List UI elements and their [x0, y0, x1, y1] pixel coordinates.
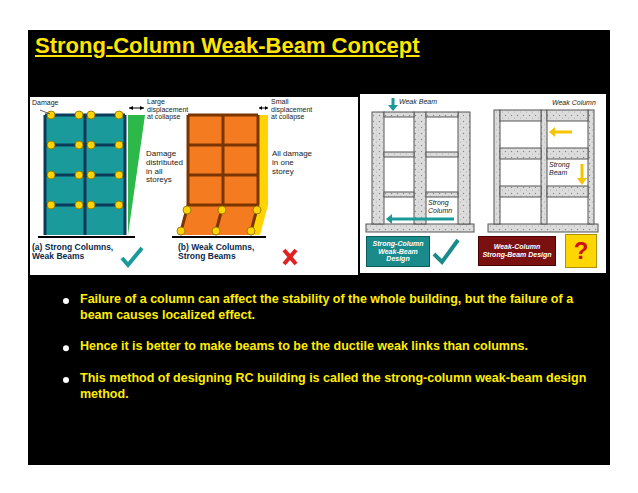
bullet-dot — [63, 298, 69, 383]
scwb-frame — [366, 112, 474, 232]
wcsb-frame — [488, 110, 598, 232]
check-mark — [122, 248, 142, 265]
figure-label: Small displacement at collapse — [271, 98, 315, 121]
slide-title: Strong-Column Weak-Beam Concept — [35, 34, 420, 58]
image-panel — [30, 97, 358, 275]
image-panel — [360, 94, 606, 273]
figure-label: Strong Beam — [549, 161, 577, 176]
figure-label: Damage — [32, 99, 72, 107]
bullet-text: Hence it is better to make beams to be t… — [80, 339, 595, 355]
cross-mark — [284, 250, 296, 264]
figure-label: Damage distributed in all storeys — [146, 150, 176, 185]
figure-label: (b) Weak Columns, Strong Beams — [178, 243, 278, 262]
box-text: Strong-Column Weak-Beam Design — [370, 240, 426, 263]
slide-background — [28, 30, 610, 465]
design-label-box: Strong-Column Weak-Beam Design — [366, 236, 430, 267]
check-mark — [434, 240, 458, 262]
figure-label: Strong Column — [428, 199, 456, 214]
design-label-box: Weak-Column Strong-Beam Design — [478, 236, 556, 266]
figure-label: (a) Strong Columns, Weak Beams — [32, 243, 122, 262]
strong-column-frame — [38, 106, 145, 237]
box-text: Weak-Column Strong-Beam Design — [482, 243, 552, 258]
bullet-text: Failure of a column can affect the stabi… — [80, 292, 595, 323]
figure-label: Large displacement at collapse — [147, 98, 191, 121]
figure-label: Weak Column — [552, 99, 602, 107]
weak-column-frame — [172, 106, 268, 237]
pointer-arrow — [386, 98, 587, 224]
box-text: ? — [574, 238, 589, 264]
bullet-text: This method of designing RC building is … — [80, 371, 595, 402]
question-box: ? — [565, 234, 597, 268]
figure-label: All damage in one storey — [272, 150, 316, 176]
figure-label: Weak Beam — [399, 98, 449, 106]
